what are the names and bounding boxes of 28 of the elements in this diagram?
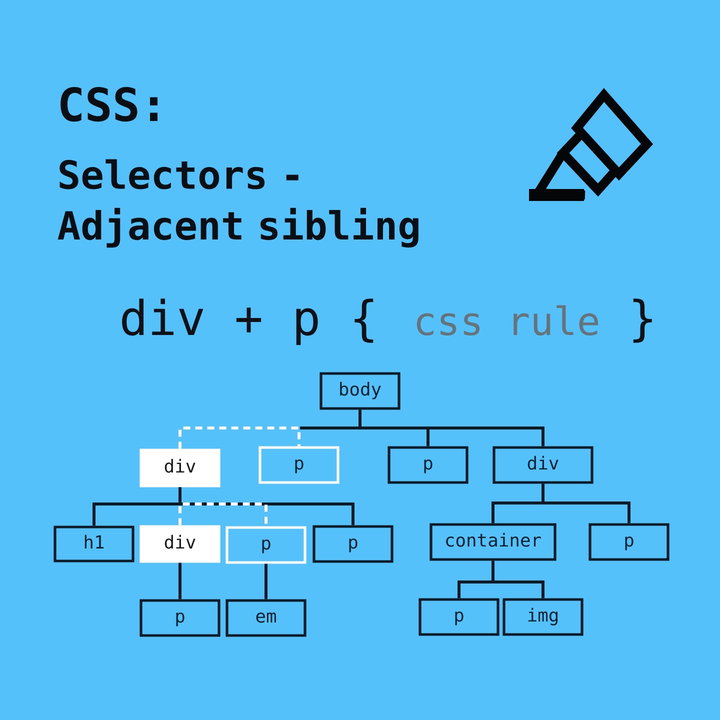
subtitle: Selectors - Adjacent sibling (58, 159, 418, 248)
element-box: p (140, 599, 220, 637)
title: CSS: (60, 86, 158, 122)
highlighted-box: div (140, 448, 220, 488)
element-box: container (430, 523, 556, 561)
element-box: p (418, 598, 500, 636)
connector-line (178, 562, 182, 600)
dashed-connector (178, 426, 300, 449)
dashed-connector (178, 502, 268, 526)
code-text: div + p { (122, 298, 374, 345)
element-box: p (388, 446, 468, 484)
placeholder-text: css rule (416, 305, 598, 336)
connector-line (178, 487, 354, 526)
element-box: body (320, 372, 400, 410)
element-box: img (502, 598, 584, 636)
connector-line (492, 560, 544, 598)
element-box: em (226, 599, 306, 637)
element-box: p (588, 523, 670, 561)
element-box: div (492, 446, 594, 484)
element-box: p (312, 525, 394, 563)
connector-line (264, 564, 268, 600)
outlined-box: p (226, 526, 306, 564)
element-box: h1 (54, 526, 134, 562)
connector-line (542, 484, 630, 524)
code-text: } (633, 298, 652, 343)
highlighted-box: div (140, 525, 220, 563)
outlined-box: p (258, 446, 340, 484)
connector-line (358, 410, 544, 446)
